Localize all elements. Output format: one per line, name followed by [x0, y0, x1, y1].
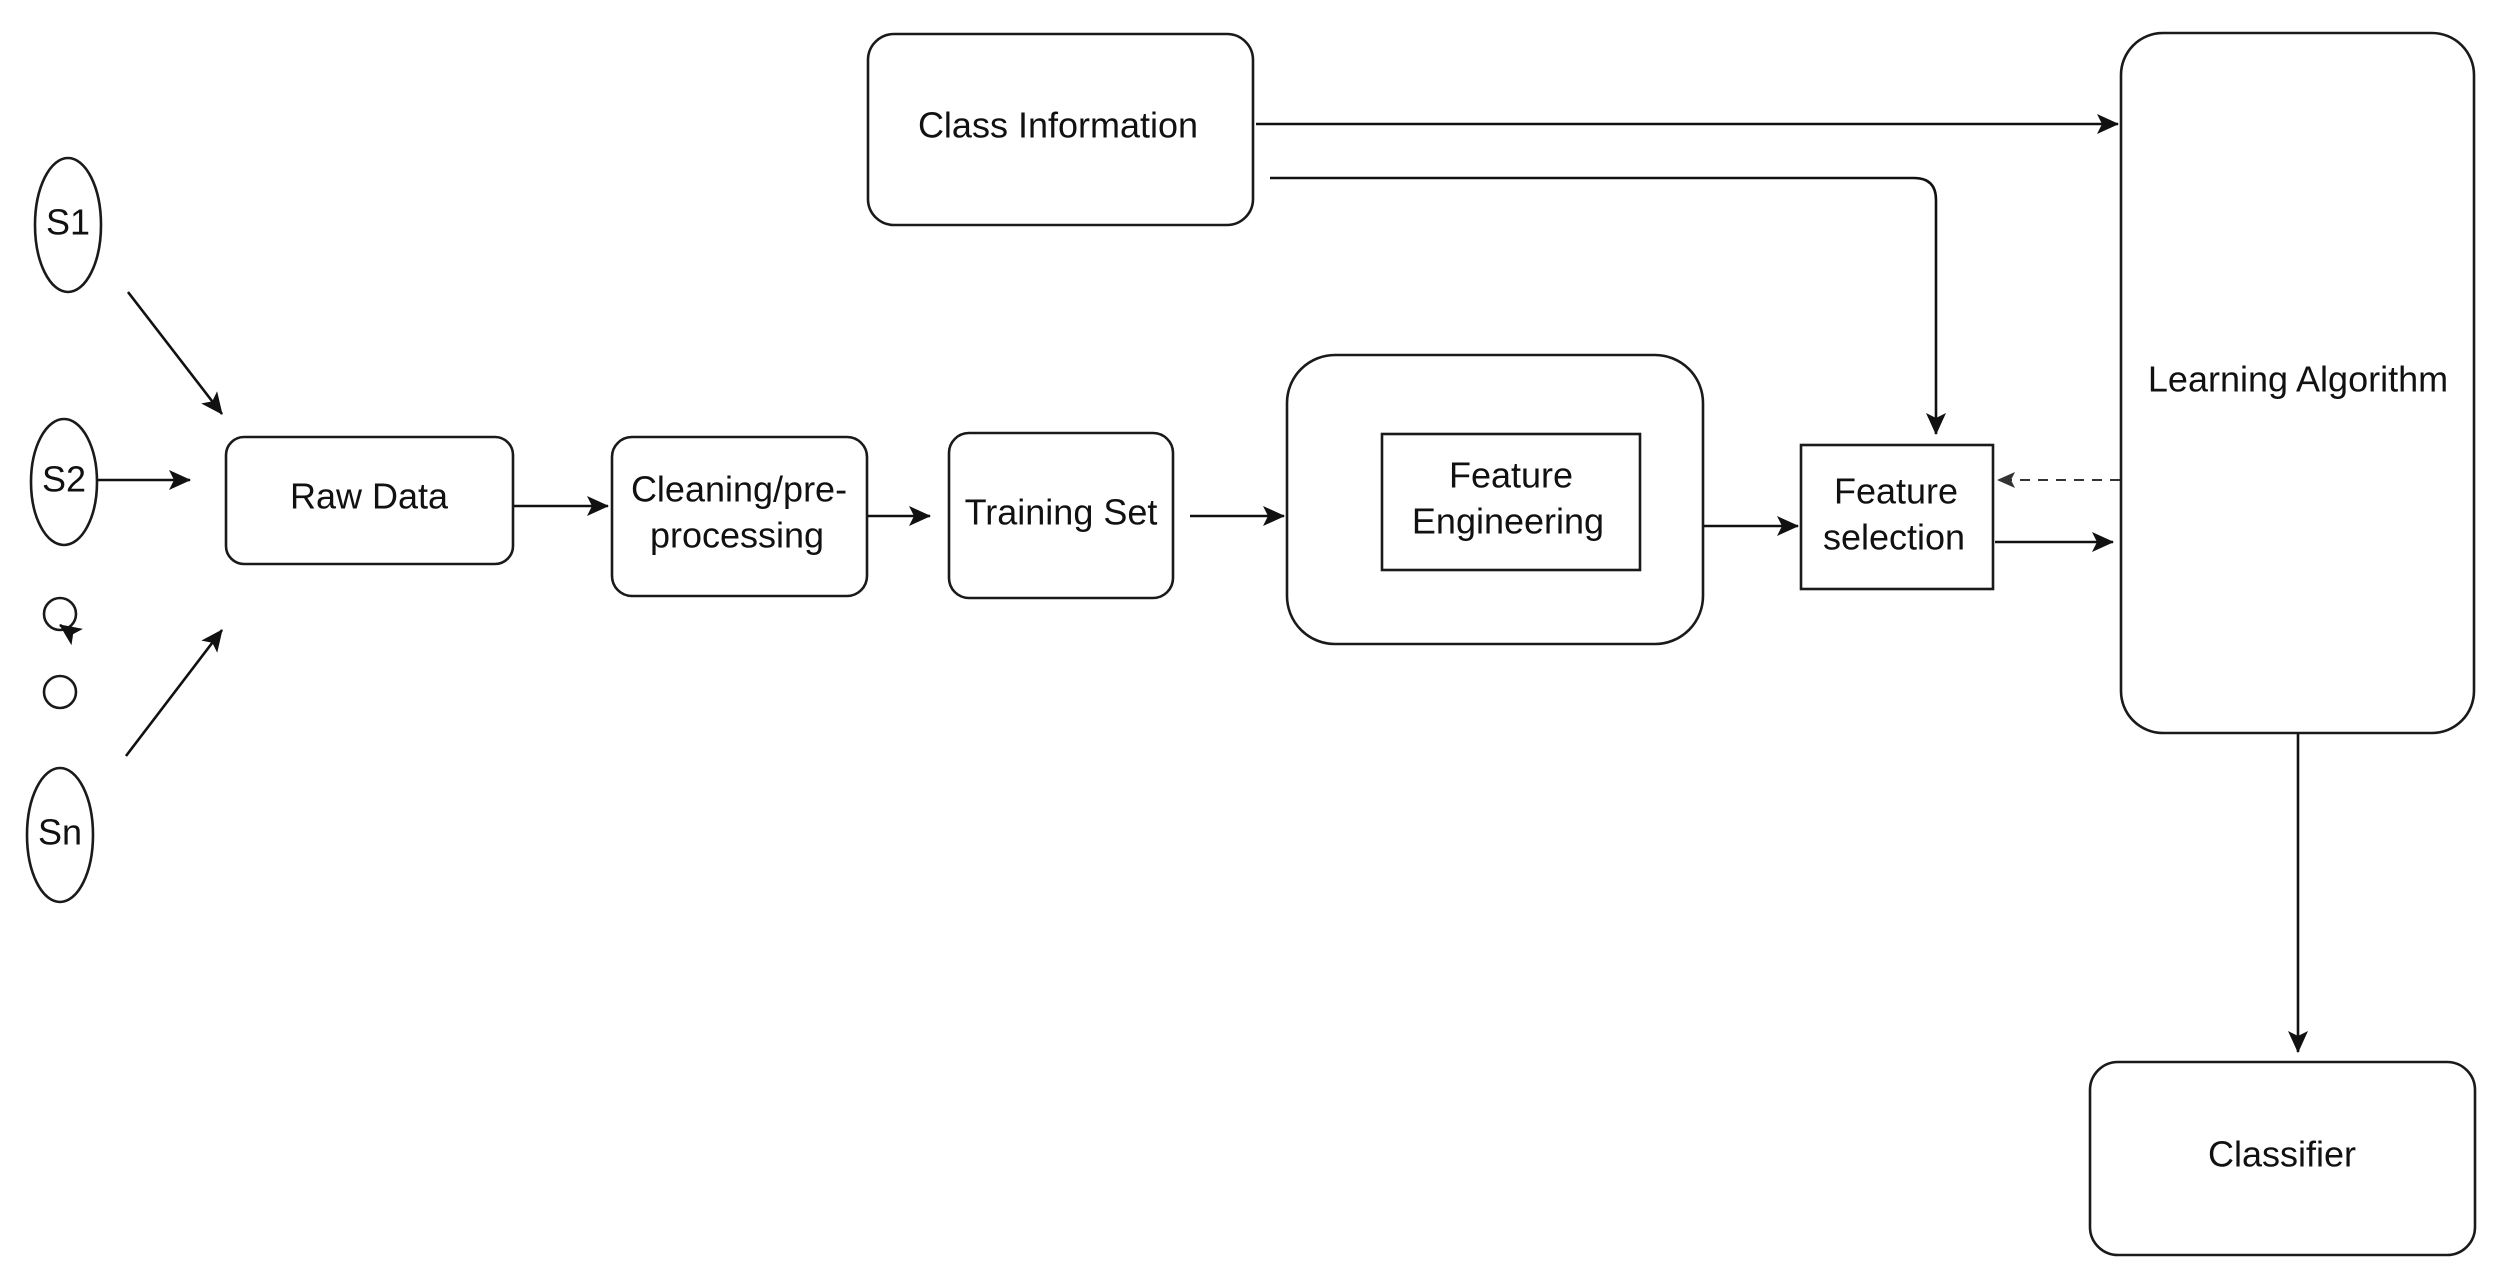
raw-data-box: Raw Data	[224, 435, 515, 566]
cleaning-label-line2: processing	[650, 515, 824, 556]
edge-sn-to-raw-data	[124, 629, 224, 757]
class-information-box: Class Information	[866, 32, 1255, 227]
class-information-label: Class Information	[918, 105, 1198, 146]
classifier-label: Classifier	[2208, 1134, 2356, 1175]
edge-dot-arrow	[59, 623, 83, 646]
feature-selection-label-line2: selection	[1823, 517, 1965, 558]
ellipsis-dot-2	[42, 674, 78, 710]
feature-engineering-inner-box: Feature Engineering	[1380, 432, 1642, 572]
source-node-s1: S1	[33, 156, 103, 294]
learning-algorithm-label: Learning Algorithm	[2148, 359, 2448, 400]
source-sn-label: Sn	[38, 812, 82, 853]
feature-engineering-label-line2: Engineering	[1412, 501, 1604, 542]
learning-algorithm-box: Learning Algorithm	[2119, 31, 2476, 735]
source-s1-label: S1	[46, 202, 90, 243]
cleaning-label-line1: Cleaning/pre-	[631, 469, 847, 510]
cleaning-preprocessing-box: Cleaning/pre- processing	[610, 435, 869, 598]
feature-engineering-label-line1: Feature	[1449, 455, 1573, 496]
source-node-sn: Sn	[25, 766, 95, 904]
source-s2-label: S2	[42, 459, 86, 500]
edge-class-information-to-feature-selection	[1270, 176, 1946, 435]
edge-s1-to-raw-data	[126, 291, 224, 415]
source-node-s2: S2	[29, 417, 99, 547]
raw-data-label: Raw Data	[290, 476, 449, 517]
feature-selection-box: Feature selection	[1799, 443, 1995, 591]
training-set-label: Training Set	[965, 492, 1158, 533]
training-set-box: Training Set	[947, 431, 1175, 600]
classifier-box: Classifier	[2088, 1060, 2477, 1257]
feature-selection-label-line1: Feature	[1834, 471, 1958, 512]
